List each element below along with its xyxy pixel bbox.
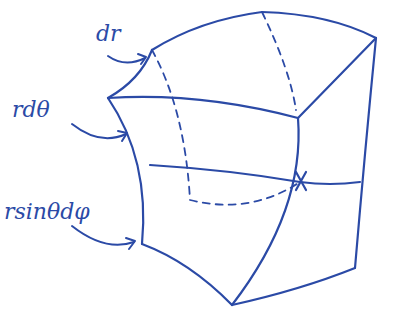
- bottom-edge: [232, 268, 355, 305]
- top-edge: [108, 97, 298, 118]
- arrow-head: [138, 54, 146, 64]
- top-edge: [152, 12, 262, 50]
- arrow-head: [126, 238, 135, 249]
- leader-arrow: [72, 226, 134, 245]
- top-edge: [298, 38, 376, 118]
- top-edge: [262, 12, 376, 38]
- dimension-label: dr: [96, 22, 121, 46]
- hidden-edge: [262, 12, 296, 110]
- near-edge: [108, 98, 143, 244]
- hidden-edge: [190, 182, 300, 205]
- leader-arrow: [108, 56, 145, 63]
- front-edge: [232, 118, 299, 305]
- cross-mark: [296, 172, 306, 190]
- hidden-edge: [152, 50, 190, 200]
- mid-edge: [150, 165, 360, 184]
- near-edge: [108, 50, 152, 98]
- bottom-edge: [142, 244, 232, 305]
- arrow-head: [118, 131, 127, 141]
- dimension-label: rsinθdφ: [4, 200, 90, 224]
- far-edge: [355, 38, 376, 268]
- dimension-label: rdθ: [12, 98, 50, 122]
